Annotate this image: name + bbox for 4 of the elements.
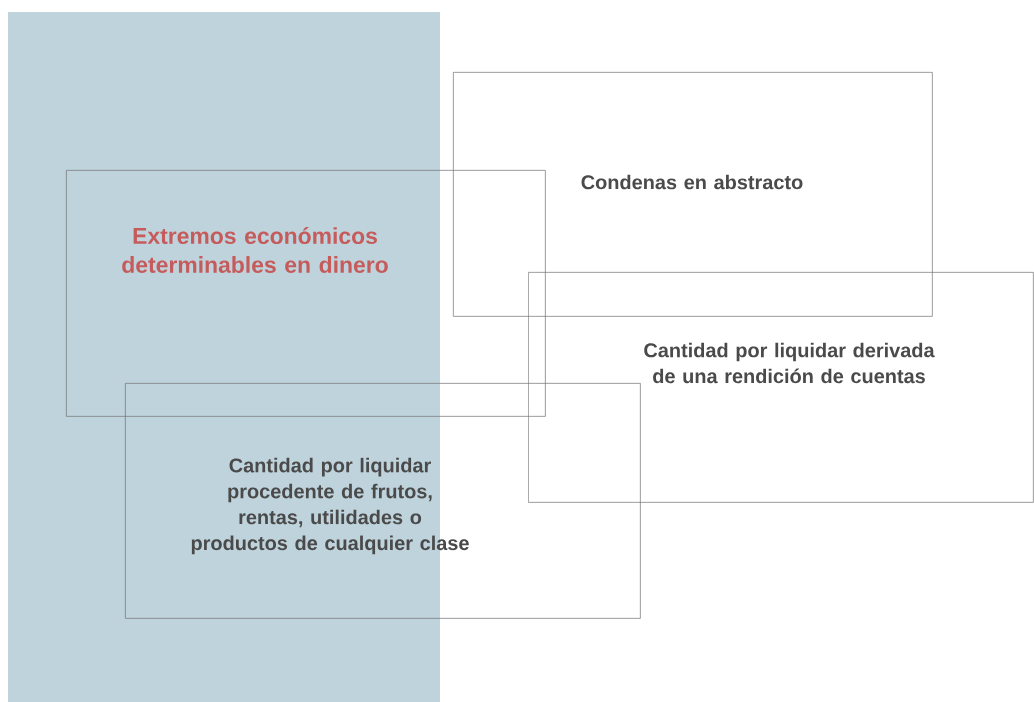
outlined-box: Cantidad por liquidar procedente de frutos, rentas, utilidades o productos de cualquier clase [125,383,641,619]
outlined-box: Extremos económicos determinables en dinero [66,170,546,417]
outlined-box: Cantidad por liquidar derivada de una rendición de cuentas [528,272,1034,503]
outlined-box: Condenas en abstracto [453,72,933,317]
